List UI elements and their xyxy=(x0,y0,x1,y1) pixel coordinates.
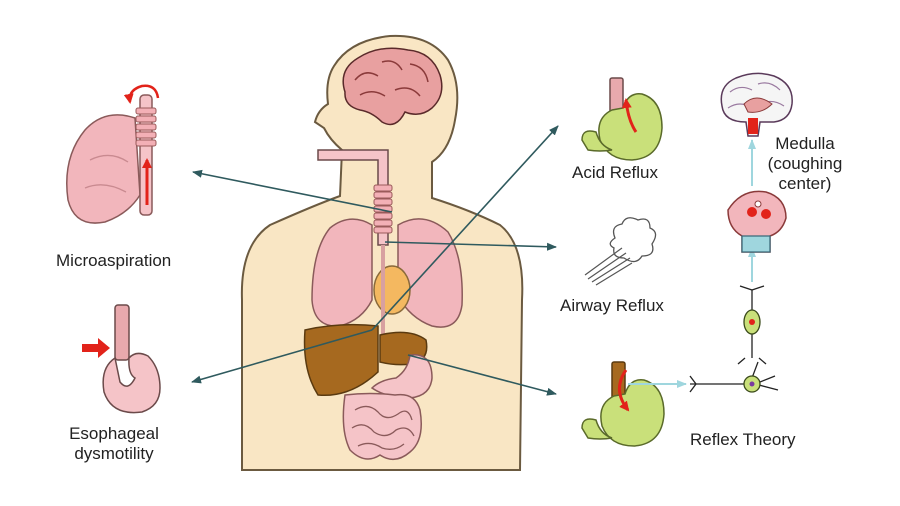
arrow-to-acid-reflux xyxy=(371,125,559,331)
arrow-to-airway-reflux xyxy=(384,241,557,251)
sensory-neuron-icon xyxy=(689,361,779,393)
esophageal-dysmotility-illustration xyxy=(82,304,161,414)
arrow-to-reflex-theory xyxy=(407,354,557,396)
label-esophageal-line1: Esophageal xyxy=(69,424,159,443)
red-curl-arrow-icon xyxy=(123,84,160,104)
label-medulla-line3: center) xyxy=(778,174,832,193)
arrow-to-microaspiration xyxy=(192,169,393,213)
pathway-arrows xyxy=(191,125,559,396)
neural-pathway xyxy=(628,72,793,393)
label-reflex-theory: Reflex Theory xyxy=(690,430,796,449)
label-esophageal-dysmotility: Esophageal dysmotility xyxy=(44,424,184,464)
brainstem-section-icon xyxy=(727,190,787,253)
label-microaspiration: Microaspiration xyxy=(56,251,172,270)
label-medulla-line2: (coughing xyxy=(767,154,843,173)
label-acid-reflux: Acid Reflux xyxy=(572,163,658,182)
medulla-brain-icon xyxy=(720,72,793,137)
lungs-icon xyxy=(311,218,463,328)
red-reflux-arrow-icon xyxy=(621,98,638,133)
microaspiration-illustration xyxy=(66,84,160,224)
reflex-theory-stomach-illustration xyxy=(581,361,665,447)
brain-icon xyxy=(342,47,443,126)
red-reflex-arrow-icon xyxy=(618,369,630,412)
label-medulla: Medulla (coughing center) xyxy=(750,134,860,194)
intestines-icon xyxy=(342,392,422,461)
label-medulla-line1: Medulla xyxy=(775,134,835,153)
airway-reflux-puff-icon xyxy=(584,217,657,286)
arrow-to-esophageal-dysmotility xyxy=(191,329,373,384)
trachea xyxy=(317,149,393,246)
red-right-arrow-icon xyxy=(82,338,110,358)
acid-reflux-illustration xyxy=(581,77,663,161)
heart-icon xyxy=(373,265,411,315)
label-esophageal-line2: dysmotility xyxy=(74,444,154,463)
label-airway-reflux: Airway Reflux xyxy=(560,296,664,315)
